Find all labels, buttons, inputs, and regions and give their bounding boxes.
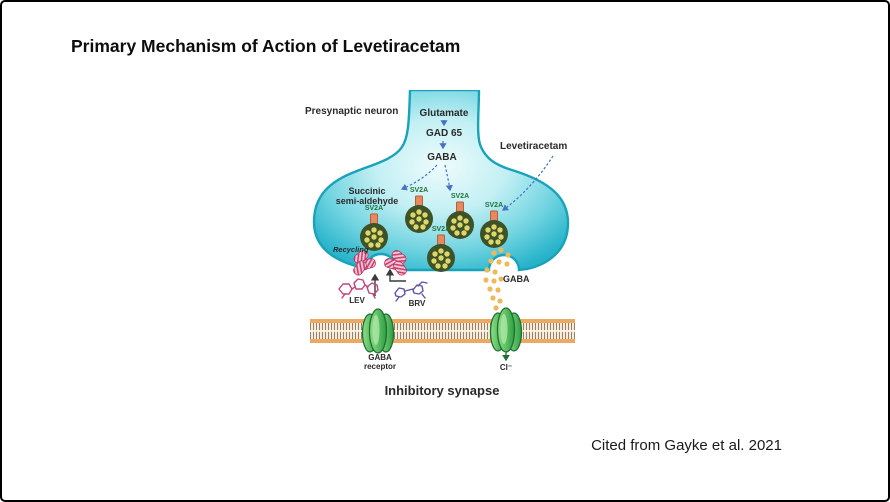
released-gaba-dots xyxy=(483,247,511,311)
synaptic-vesicle xyxy=(480,210,508,248)
inhibitory-synapse-label: Inhibitory synapse xyxy=(384,383,500,398)
gaba-receptor-label: GABA receptor xyxy=(363,353,396,371)
sv2a-label: SV2A xyxy=(364,205,384,212)
synaptic-vesicle xyxy=(360,213,388,251)
lev-label: LEV xyxy=(349,296,365,305)
released-gaba-label: GABA xyxy=(503,274,530,284)
lev-molecule-icon xyxy=(338,278,379,299)
sv2a-label: SV2A xyxy=(484,202,504,209)
sv2a-label: SV2A xyxy=(450,193,470,200)
chloride-label: Cl⁻ xyxy=(499,363,513,372)
synaptic-vesicle xyxy=(446,201,474,239)
sv2a-label: SV2A xyxy=(409,187,429,194)
brv-molecule-icon xyxy=(394,281,428,302)
gad65-label: GAD 65 xyxy=(425,128,463,139)
brv-label: BRV xyxy=(408,299,426,308)
recycling-label: Recycling xyxy=(333,245,369,254)
synaptic-vesicle xyxy=(405,195,433,233)
succinic-semialdehyde-label: Succinic semi-aldehyde xyxy=(335,186,399,206)
chloride-channel-icon xyxy=(489,307,523,353)
gaba-label: GABA xyxy=(427,152,457,163)
synapse-diagram: Presynaptic neuron Glutamate GAD 65 GABA… xyxy=(287,90,597,405)
glutamate-label: Glutamate xyxy=(419,108,469,119)
gaba-receptor-icon xyxy=(361,308,395,354)
page-title: Primary Mechanism of Action of Levetirac… xyxy=(71,36,461,56)
sv2a-label: SV2A xyxy=(431,226,451,233)
synaptic-vesicle xyxy=(427,234,455,272)
recycling-pits-icon xyxy=(353,250,407,276)
levetiracetam-label: Levetiracetam xyxy=(500,141,568,152)
synapse-artwork xyxy=(312,90,570,362)
pathway-arrows xyxy=(400,120,554,211)
presynaptic-neuron-label: Presynaptic neuron xyxy=(305,106,399,117)
citation: Cited from Gayke et al. 2021 xyxy=(591,437,782,454)
